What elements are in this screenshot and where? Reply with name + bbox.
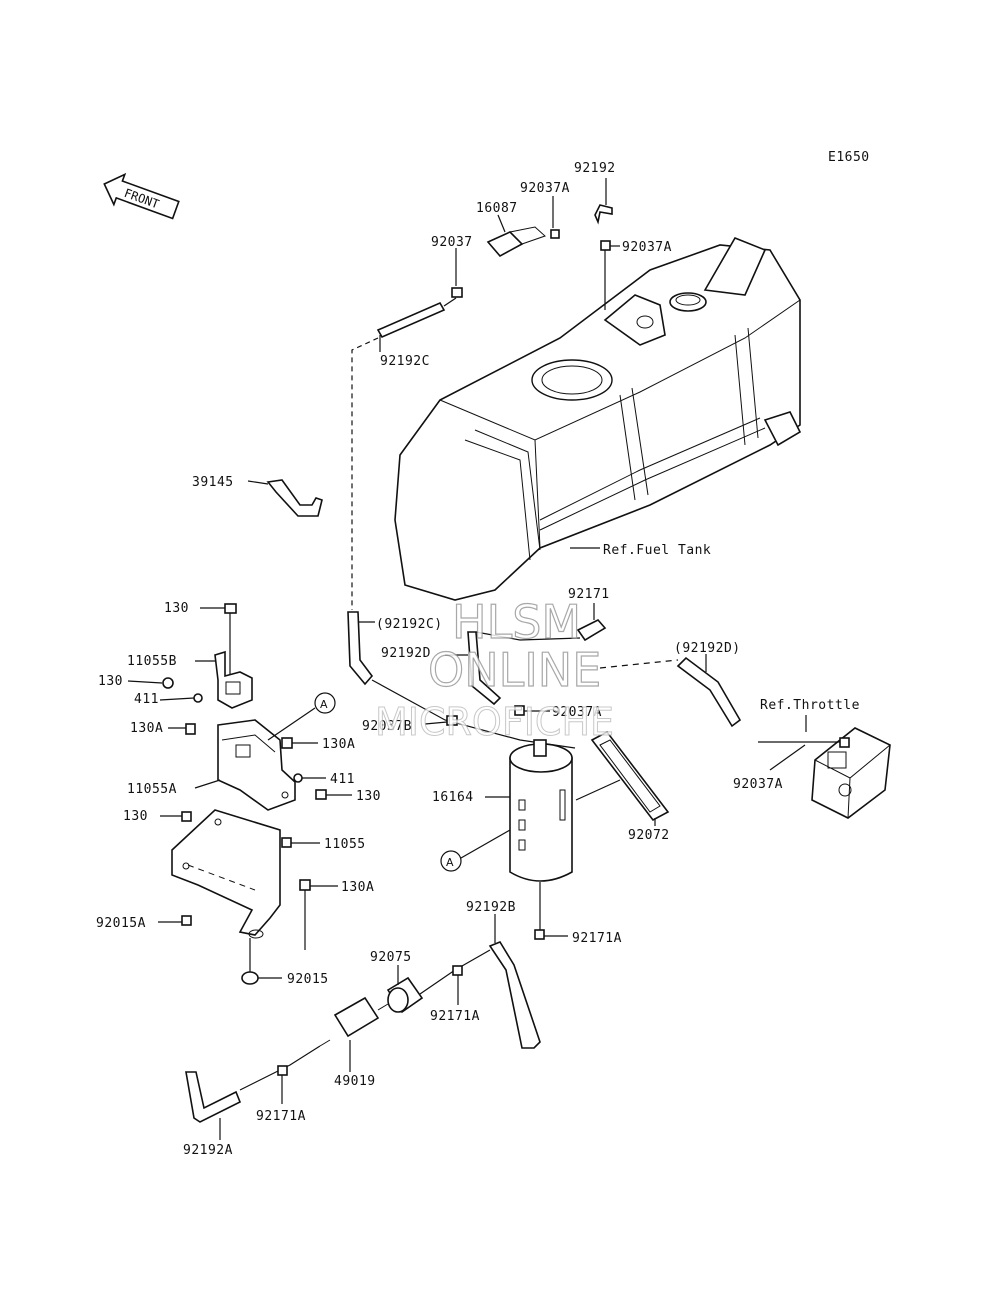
part-label-92192B: 92192B xyxy=(466,900,516,915)
clip-92037A-right xyxy=(600,240,611,251)
part-label-92037B: 92037B xyxy=(362,719,412,734)
nut-130 xyxy=(162,677,174,689)
canister-16164 xyxy=(509,739,573,882)
part-label-130-3: 130 xyxy=(356,789,381,804)
filter-49019 xyxy=(319,996,389,1047)
part-label-92171A-3: 92171A xyxy=(256,1109,306,1124)
part-label-411-1: 411 xyxy=(134,692,159,707)
part-label-92171A-1: 92171A xyxy=(572,931,622,946)
part-label-130A-1: 130A xyxy=(130,721,163,736)
clip-92037A-throttle xyxy=(839,737,850,748)
bracket-11055B xyxy=(214,650,253,709)
part-label-92015A: 92015A xyxy=(96,916,146,931)
bracket-92072 xyxy=(590,730,670,822)
diagram-code: E1650 xyxy=(828,150,870,165)
clip-92171A-middle xyxy=(452,965,463,976)
front-arrow-icon: FRONT xyxy=(103,172,180,220)
part-label-92192A: 92192A xyxy=(183,1143,233,1158)
part-label-130-1: 130 xyxy=(164,601,189,616)
svg-text:ONLINE: ONLINE xyxy=(428,643,601,697)
ref-fuel-tank: Ref.Fuel Tank xyxy=(603,543,711,558)
washer-411-right xyxy=(293,773,303,783)
part-label-49019: 49019 xyxy=(334,1074,376,1089)
part-label-130A-3: 130A xyxy=(341,880,374,895)
ref-throttle: Ref.Throttle xyxy=(760,698,860,713)
watermark: HLSM ONLINE MICROFICHE xyxy=(375,594,615,744)
callout-a-lower xyxy=(440,850,462,872)
bolt-130A-lower xyxy=(299,879,311,891)
part-label-92171A-2: 92171A xyxy=(430,1009,480,1024)
part-label-92037A-3: 92037A xyxy=(552,705,602,720)
part-label-16087: 16087 xyxy=(476,201,518,216)
bolt-130A-right xyxy=(281,737,293,749)
callout-a-upper xyxy=(314,692,336,714)
part-label-92192C-ref: (92192C) xyxy=(376,617,443,632)
part-label-130-2: 130 xyxy=(98,674,123,689)
washer-411 xyxy=(193,693,203,703)
svg-text:MICROFICHE: MICROFICHE xyxy=(375,700,614,744)
hose-92192C-lower xyxy=(347,611,374,686)
part-label-130-4: 130 xyxy=(123,809,148,824)
bracket-11055 xyxy=(171,809,281,939)
svg-text:A: A xyxy=(320,698,328,711)
clip-92171A-right xyxy=(534,929,545,940)
nut-92015A xyxy=(181,915,192,926)
part-label-16164: 16164 xyxy=(432,790,474,805)
part-label-92171: 92171 xyxy=(568,587,610,602)
fuel-tank xyxy=(394,236,802,601)
part-label-92072: 92072 xyxy=(628,828,670,843)
part-label-92192D-ref: (92192D) xyxy=(674,641,741,656)
part-label-92192D: 92192D xyxy=(381,646,431,661)
part-label-411-2: 411 xyxy=(330,772,355,787)
part-label-11055: 11055 xyxy=(324,837,366,852)
bolt-130-lower xyxy=(181,811,192,822)
part-label-92037: 92037 xyxy=(431,235,473,250)
part-label-11055A: 11055A xyxy=(127,782,177,797)
bolt-130-top xyxy=(224,603,237,680)
clip-92171A-lower xyxy=(277,1065,288,1076)
part-label-11055B: 11055B xyxy=(127,654,177,669)
hose-92192D-right xyxy=(676,656,742,728)
clip-92037 xyxy=(451,287,463,298)
part-label-92075: 92075 xyxy=(370,950,412,965)
svg-text:A: A xyxy=(446,856,454,869)
clip-92037A xyxy=(550,229,560,239)
tube-92192C xyxy=(376,301,446,339)
nut-130-right xyxy=(315,789,327,800)
part-label-39145: 39145 xyxy=(192,475,234,490)
valve-16087 xyxy=(486,214,546,258)
throttle-body xyxy=(811,727,891,819)
clip-92171 xyxy=(576,619,607,642)
part-label-92192C: 92192C xyxy=(380,354,430,369)
part-label-92192: 92192 xyxy=(574,161,616,176)
fitting-92075 xyxy=(386,976,424,1014)
hose-92192A xyxy=(185,1071,242,1123)
bolt-130A-left xyxy=(185,723,196,735)
hose-92192B xyxy=(488,941,541,1049)
part-label-92015: 92015 xyxy=(287,972,329,987)
part-label-92037A-2: 92037A xyxy=(622,240,672,255)
hose-92192 xyxy=(594,204,613,225)
part-label-92037A-1: 92037A xyxy=(520,181,570,196)
part-label-130A-2: 130A xyxy=(322,737,355,752)
nut-92015 xyxy=(241,971,259,985)
clip-92037B xyxy=(446,715,458,726)
part-label-92037A-4: 92037A xyxy=(733,777,783,792)
svg-text:HLSM: HLSM xyxy=(452,595,581,649)
bracket-11055A xyxy=(217,719,296,811)
nut-11055 xyxy=(281,837,292,848)
clamp-39145 xyxy=(266,479,323,517)
